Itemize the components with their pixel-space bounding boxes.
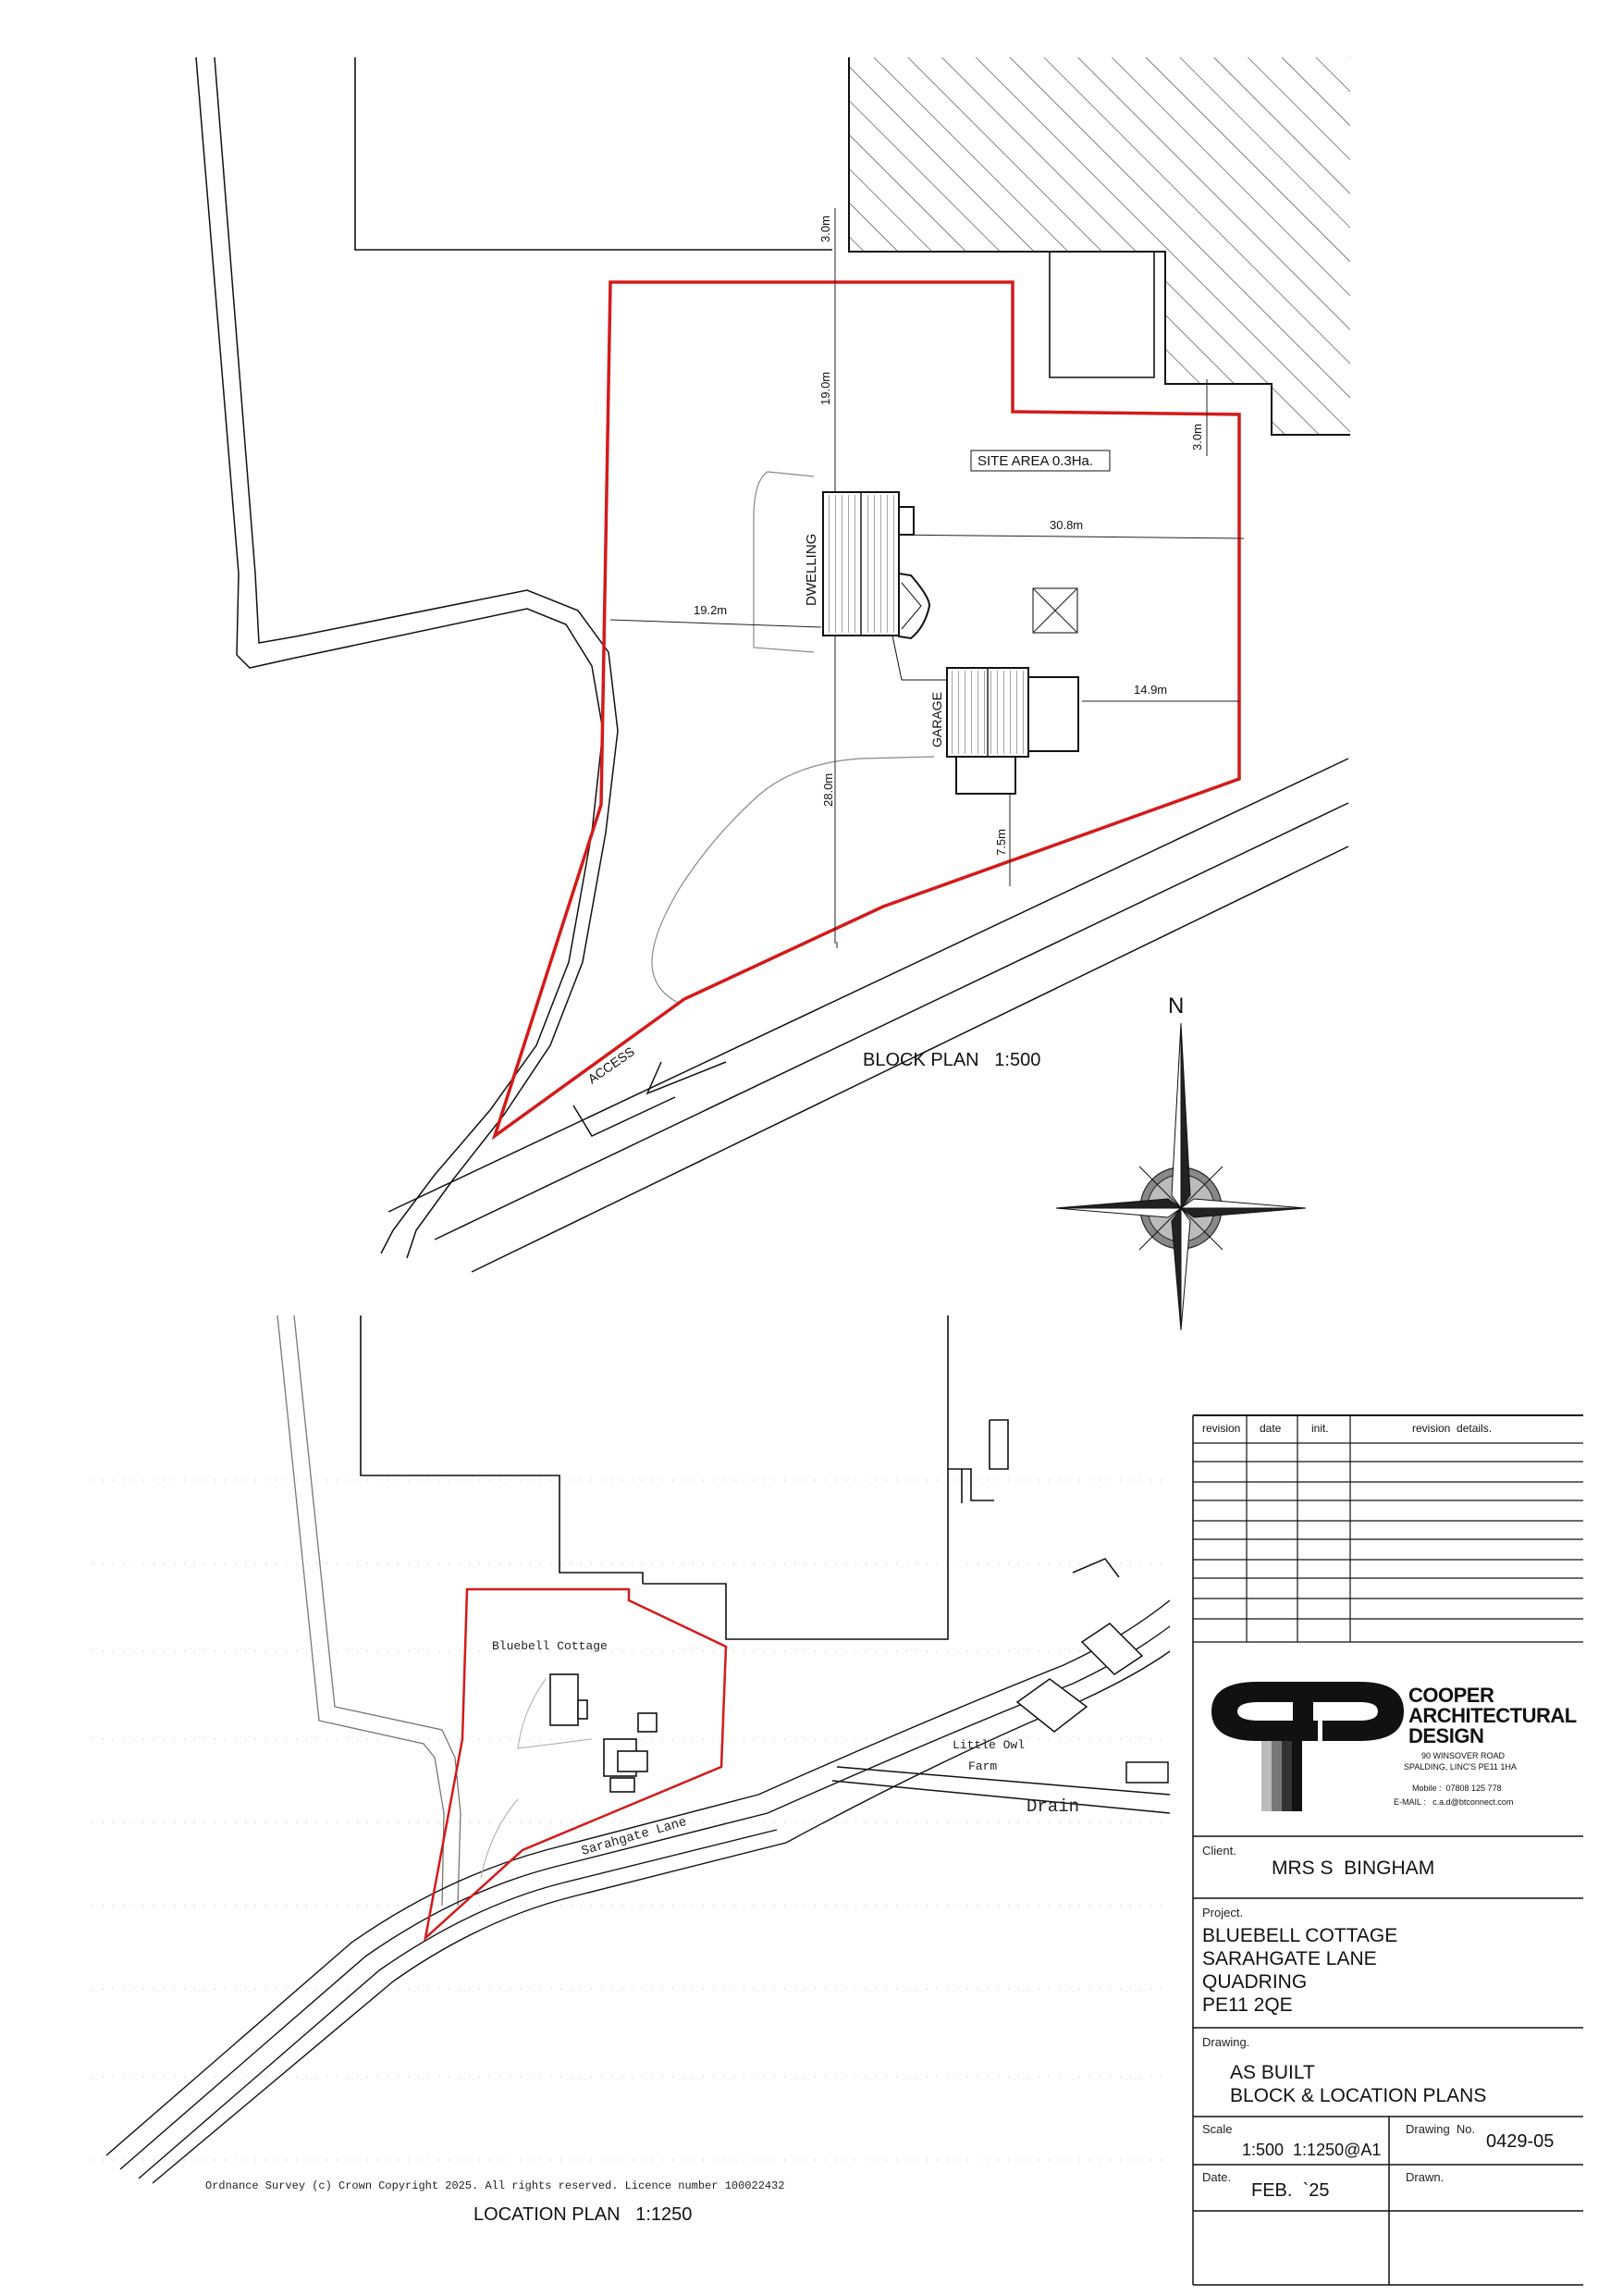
scale-label: Scale: [1202, 2122, 1233, 2136]
drawing-no-value: 0429-05: [1486, 2131, 1555, 2152]
little-owl-label: Little Owl: [953, 1738, 1025, 1752]
company-name-line3: DESIGN: [1408, 1724, 1484, 1747]
neighbour-hatched-area: [848, 57, 1350, 436]
farm-label: Farm: [968, 1759, 997, 1773]
location-field-boundaries: [360, 1315, 1009, 1640]
location-ditch: [277, 1315, 461, 1907]
rev-col-details: revision details.: [1412, 1422, 1493, 1435]
drain-label: Drain: [1027, 1796, 1079, 1817]
location-road: [105, 1599, 1171, 2184]
company-address-1: 90 WINSOVER ROAD: [1421, 1751, 1506, 1760]
bluebell-label: Bluebell Cottage: [492, 1639, 608, 1653]
location-plan-title: LOCATION PLAN 1:1250: [473, 2204, 692, 2225]
dim-19m: 19.0m: [818, 372, 832, 405]
site-area-label: SITE AREA 0.3Ha.: [977, 453, 1093, 469]
project-line-1: BLUEBELL COTTAGE: [1202, 1925, 1398, 1946]
dim-30-8m: 30.8m: [1050, 518, 1083, 532]
field-boundary: [354, 57, 832, 251]
site-boundary: [491, 280, 1241, 1141]
client-value: MRS S BINGHAM: [1272, 1858, 1435, 1879]
project-line-2: SARAHGATE LANE: [1202, 1948, 1377, 1969]
location-driveway: [480, 1678, 593, 1879]
drawn-label: Drawn.: [1406, 2170, 1445, 2184]
dwelling: [822, 491, 947, 681]
dim-3m-right: 3.0m: [1190, 424, 1204, 451]
company-mobile: Mobile : 07808 125 778: [1412, 1784, 1502, 1793]
company-email: E-MAIL : c.a.d@btconnect.com: [1394, 1797, 1514, 1807]
company-name-line2: ARCHITECTURAL: [1408, 1704, 1577, 1727]
location-plan: Bluebell Cottage Sarahgate Lane Little O…: [92, 1315, 1171, 2225]
cad-logo: [1211, 1682, 1404, 1811]
dim-19-2m: 19.2m: [694, 603, 727, 617]
little-owl-farm-buildings: [831, 1558, 1171, 1814]
square-feature: [1032, 587, 1078, 634]
rev-col-date: date: [1260, 1422, 1282, 1435]
rev-col-init: init.: [1311, 1422, 1329, 1435]
date-value: FEB. `25: [1251, 2180, 1330, 2201]
block-plan: SITE AREA 0.3Ha. 3.0m 19.0m 3.0m 30.8m 1…: [195, 56, 1350, 1273]
dim-14-9m: 14.9m: [1134, 683, 1167, 697]
road-kerb: [572, 1061, 727, 1137]
garage-label: GARAGE: [929, 692, 944, 747]
title-block-frame: [1192, 1414, 1583, 2286]
location-site-buildings: [549, 1673, 658, 1793]
dim-7-5m: 7.5m: [994, 829, 1008, 856]
drawing-no-label: Drawing No.: [1406, 2122, 1476, 2136]
road-sarahgate-lane: [387, 758, 1349, 1273]
company-address-2: SPALDING, LINC'S PE11 1HA: [1404, 1762, 1517, 1771]
scale-value: 1:500 1:1250@A1: [1242, 2141, 1382, 2159]
north-label: N: [1168, 994, 1184, 1018]
dim-28m: 28.0m: [821, 773, 835, 807]
company-name: COOPER ARCHITECTURAL DESIGN: [1408, 1685, 1577, 1747]
date-label: Date.: [1202, 2170, 1232, 2184]
company-name-line1: COOPER: [1408, 1684, 1494, 1707]
neighbour-outbuilding: [1049, 252, 1155, 378]
site-area-box: [970, 450, 1111, 472]
dwelling-label: DWELLING: [804, 534, 819, 606]
client-label: Client.: [1202, 1844, 1236, 1858]
project-label: Project.: [1202, 1906, 1244, 1920]
north-arrow: [1055, 1022, 1307, 1331]
map-grid-dots: [92, 1479, 1170, 2161]
project-line-3: QUADRING: [1202, 1971, 1308, 1993]
driveway: [651, 471, 935, 1005]
project-line-4: PE11 2QE: [1202, 1994, 1293, 2016]
block-plan-title: BLOCK PLAN 1:500: [863, 1050, 1040, 1070]
dim-3m-top: 3.0m: [818, 216, 832, 242]
drawing-line-2: BLOCK & LOCATION PLANS: [1230, 2085, 1487, 2106]
os-copyright: Ordnance Survey (c) Crown Copyright 2025…: [205, 2179, 785, 2192]
left-ditch: [195, 56, 619, 1259]
dimension-lines: [609, 208, 1245, 948]
location-site-boundary: [424, 1587, 728, 1942]
garage: [946, 667, 1079, 795]
drawing-label: Drawing.: [1202, 2035, 1250, 2049]
drawing-line-1: AS BUILT: [1230, 2062, 1315, 2083]
rev-col-revision: revision: [1202, 1422, 1241, 1435]
